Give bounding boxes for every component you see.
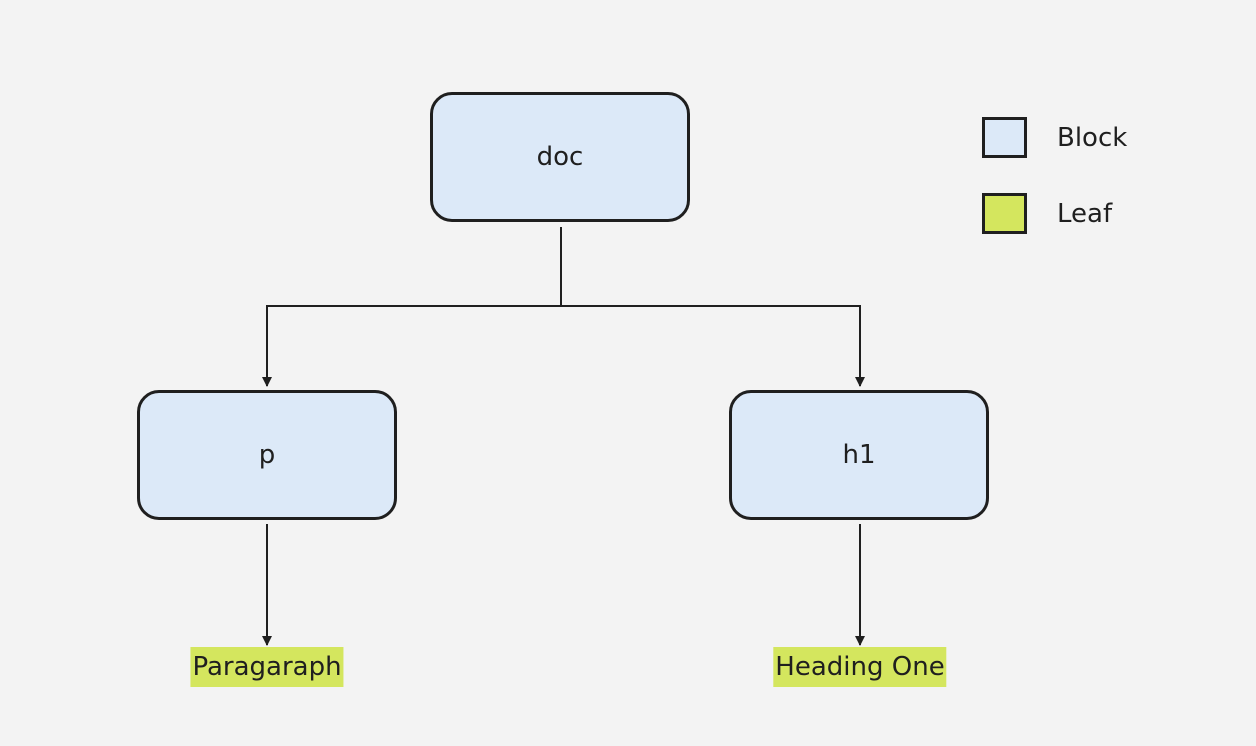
node-h1: h1 [729, 390, 989, 520]
legend-item-leaf: Leaf [982, 193, 1112, 234]
node-p: p [137, 390, 397, 520]
leaf-paragraph: Paragaraph [190, 647, 344, 687]
node-h1-label: h1 [842, 440, 876, 470]
connector-doc-to-p [262, 305, 561, 387]
legend-item-block: Block [982, 117, 1127, 158]
leaf-heading-one: Heading One [773, 647, 947, 687]
node-doc-label: doc [536, 142, 584, 172]
node-doc: doc [430, 92, 690, 222]
node-p-label: p [258, 440, 276, 470]
legend-swatch-leaf [982, 193, 1027, 234]
legend-label-block: Block [1057, 122, 1128, 153]
legend-swatch-block [982, 117, 1027, 158]
connector-doc-to-h1 [561, 305, 865, 387]
legend-label-leaf: Leaf [1057, 198, 1113, 229]
